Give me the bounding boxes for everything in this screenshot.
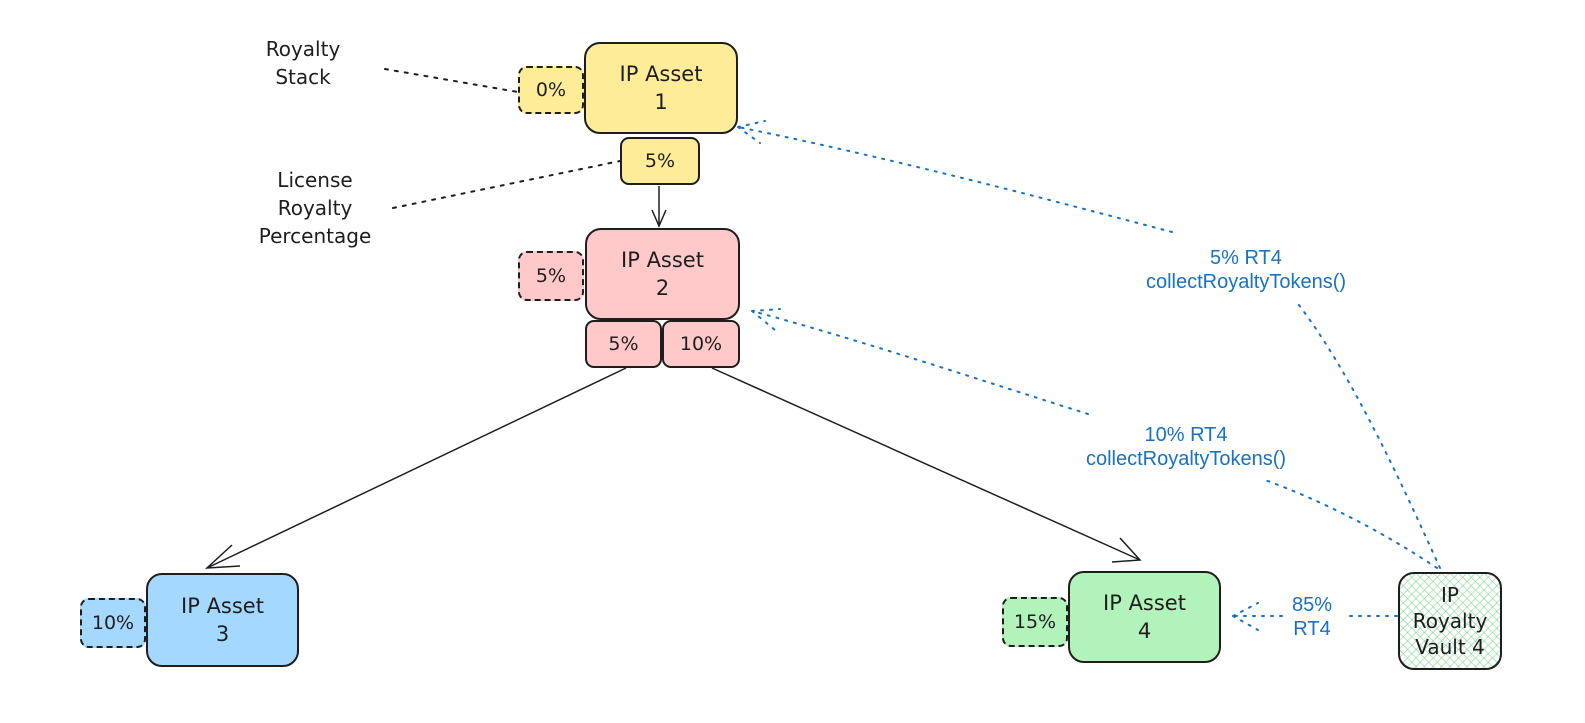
license-percentage-asset1: 5% (620, 137, 700, 185)
ip-asset-2[interactable]: IP Asset 2 (585, 228, 740, 320)
ip-asset-3[interactable]: IP Asset 3 (146, 573, 299, 667)
ip-asset-1[interactable]: IP Asset 1 (584, 42, 738, 134)
flow-label-85pct-rt4: 85% RT4 (1291, 594, 1333, 640)
license-percentage-pointer (392, 160, 621, 209)
arrow-asset2-to-asset4 (711, 367, 1142, 563)
license-percentage-asset2-b: 10% (662, 320, 740, 368)
arrow-asset2-to-asset3 (204, 367, 627, 569)
flow-vault-to-asset2 (751, 308, 1438, 569)
flow-vault-to-asset4 (1232, 602, 1398, 631)
royalty-stack-pointer (384, 68, 519, 93)
royalty-stack-asset4: 15% (1002, 597, 1068, 647)
royalty-stack-asset2: 5% (518, 251, 584, 301)
license-percentage-asset2-a: 5% (585, 320, 662, 368)
license-royalty-percentage-annotation: License Royalty Percentage (258, 168, 372, 248)
royalty-stack-asset1: 0% (518, 66, 584, 114)
royalty-stack-annotation: Royalty Stack (265, 37, 341, 89)
ip-royalty-vault-4[interactable]: IP Royalty Vault 4 (1398, 572, 1502, 670)
flow-label-10pct-rt4: 10% RT4 collectRoyaltyTokens() (1085, 424, 1287, 470)
royalty-stack-asset3: 10% (80, 598, 146, 648)
arrow-asset1-to-asset2 (651, 186, 667, 228)
ip-asset-4[interactable]: IP Asset 4 (1068, 571, 1221, 663)
flow-label-5pct-rt4: 5% RT4 collectRoyaltyTokens() (1145, 247, 1347, 293)
flow-vault-to-asset1 (737, 120, 1441, 569)
